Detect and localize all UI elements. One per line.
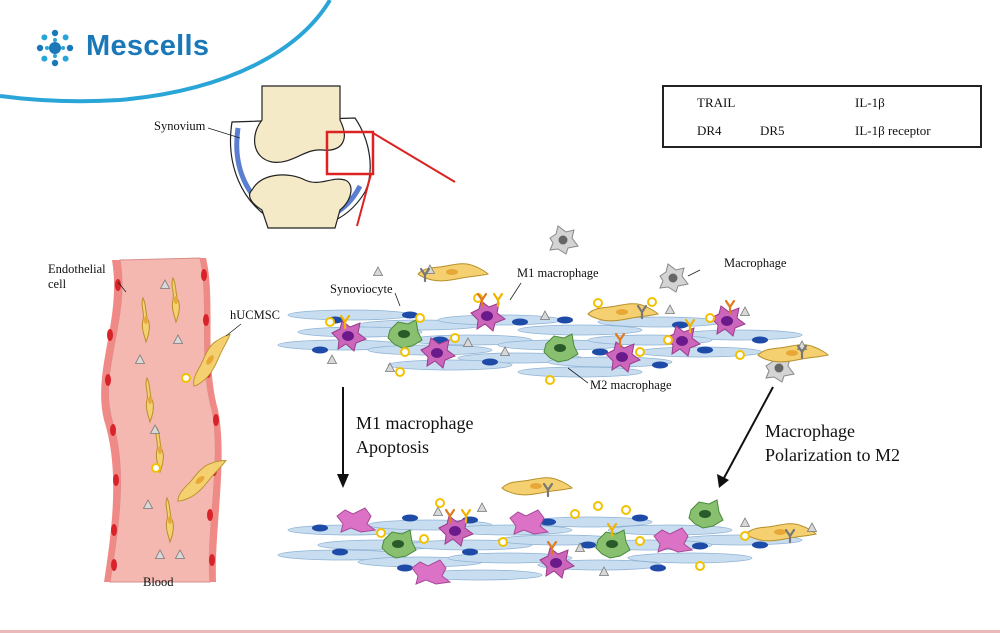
- macrophage-label: Macrophage: [724, 256, 787, 270]
- legend-dr5-label: DR5: [760, 123, 785, 138]
- header-swoosh: [0, 0, 332, 104]
- blood-vessel: [101, 257, 236, 583]
- polarization-label-line2: Polarization to M2: [765, 445, 900, 465]
- apoptosis-label-line1: M1 macrophage: [356, 413, 474, 433]
- endothelial-label-line2: cell: [48, 277, 67, 291]
- synovium-label: Synovium: [154, 119, 206, 133]
- legend-dr4-label: DR4: [697, 123, 722, 138]
- knee-joint-illustration: [207, 85, 456, 229]
- legend-trail-label: TRAIL: [697, 95, 736, 110]
- polarization-label-line1: Macrophage: [765, 421, 855, 441]
- footer-divider: [0, 630, 1000, 633]
- legend-il1b-receptor-label: IL-1β receptor: [855, 123, 931, 138]
- endothelial-label-line1: Endothelial: [48, 262, 106, 276]
- m1-macrophage-label: M1 macrophage: [517, 266, 599, 280]
- apoptosis-arrow: [337, 387, 349, 488]
- synoviocyte-label: Synoviocyte: [330, 282, 393, 296]
- label-pointers: [117, 269, 701, 384]
- brand-name: Mescells: [86, 30, 210, 62]
- legend-box: [662, 85, 982, 148]
- blood-label: Blood: [143, 575, 174, 589]
- synovium-tissue-bottom: [277, 477, 817, 585]
- polarization-arrow: [717, 386, 774, 488]
- hucmsc-label: hUCMSC: [230, 308, 281, 322]
- synovium-tissue-top: [277, 225, 829, 385]
- apoptosis-label-line2: Apoptosis: [356, 437, 430, 457]
- legend-il1b-label: IL-1β: [855, 95, 885, 110]
- mescells-logo-icon: [36, 29, 74, 67]
- m2-macrophage-label: M2 macrophage: [590, 378, 672, 392]
